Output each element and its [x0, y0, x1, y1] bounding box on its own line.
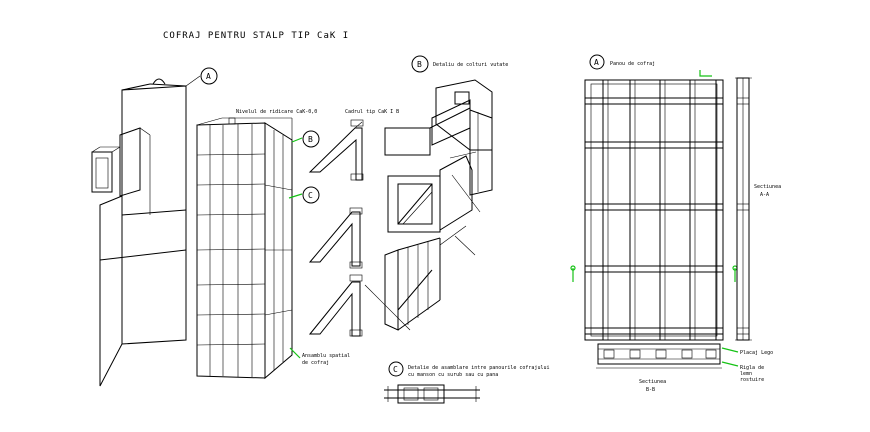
label-panou: Panou de cofraj — [610, 61, 655, 67]
label-nivel: Nivelul de ridicare CaK-0,0 — [236, 109, 317, 115]
column-isometric — [91, 78, 187, 387]
detail-b-marker-label: B — [417, 60, 422, 69]
marker-b-label: B — [308, 135, 313, 144]
section-marker-a-right — [589, 54, 605, 70]
section-a-a-strip — [735, 77, 752, 341]
marker-a-label: A — [206, 72, 211, 81]
label-sectiune-bb-2: B-B — [646, 387, 655, 393]
label-sectiune-aa-1: Sectiunea — [754, 184, 781, 190]
label-detaliu-b: Detaliu de colturi vutate — [433, 62, 508, 68]
section-marker-c — [302, 186, 320, 204]
label-sectiune-aa-2: A-A — [760, 192, 769, 198]
section-b-b-strip — [596, 343, 722, 369]
spatial-formwork-frame — [196, 117, 293, 380]
corner-details — [364, 79, 493, 331]
detail-marker-b — [411, 55, 429, 73]
label-sectiune-bb-1: Sectiunea — [639, 379, 666, 385]
label-rigla-2: lemn — [740, 371, 752, 377]
label-detaliu-c-1: Detalie de asamblare intre panourile cof… — [408, 365, 549, 371]
label-cadru: Cadrul tip CaK I B — [345, 109, 399, 115]
detail-c-marker-label: C — [393, 365, 398, 374]
label-placaj: Placaj Lego — [740, 350, 773, 356]
label-ansamblu-1: Ansamblu spatial — [302, 353, 350, 359]
joint-detail — [384, 384, 480, 404]
drawing-title: COFRAJ PENTRU STALP TIP CaK I — [163, 31, 349, 41]
label-rigla-1: Rigla de — [740, 365, 764, 371]
triangle-brackets — [308, 119, 364, 337]
formwork-panel-elevation — [584, 79, 724, 341]
marker-c-label: C — [308, 191, 313, 200]
section-marker-a — [200, 67, 218, 85]
marker-a-right-label: A — [594, 58, 599, 67]
label-ansamblu-2: de cofraj — [302, 360, 329, 366]
label-detaliu-c-2: cu manson cu surub sau cu pana — [408, 372, 498, 378]
section-marker-b — [302, 130, 320, 148]
detail-marker-c — [388, 361, 404, 377]
label-rigla-3: rostuire — [740, 377, 764, 383]
